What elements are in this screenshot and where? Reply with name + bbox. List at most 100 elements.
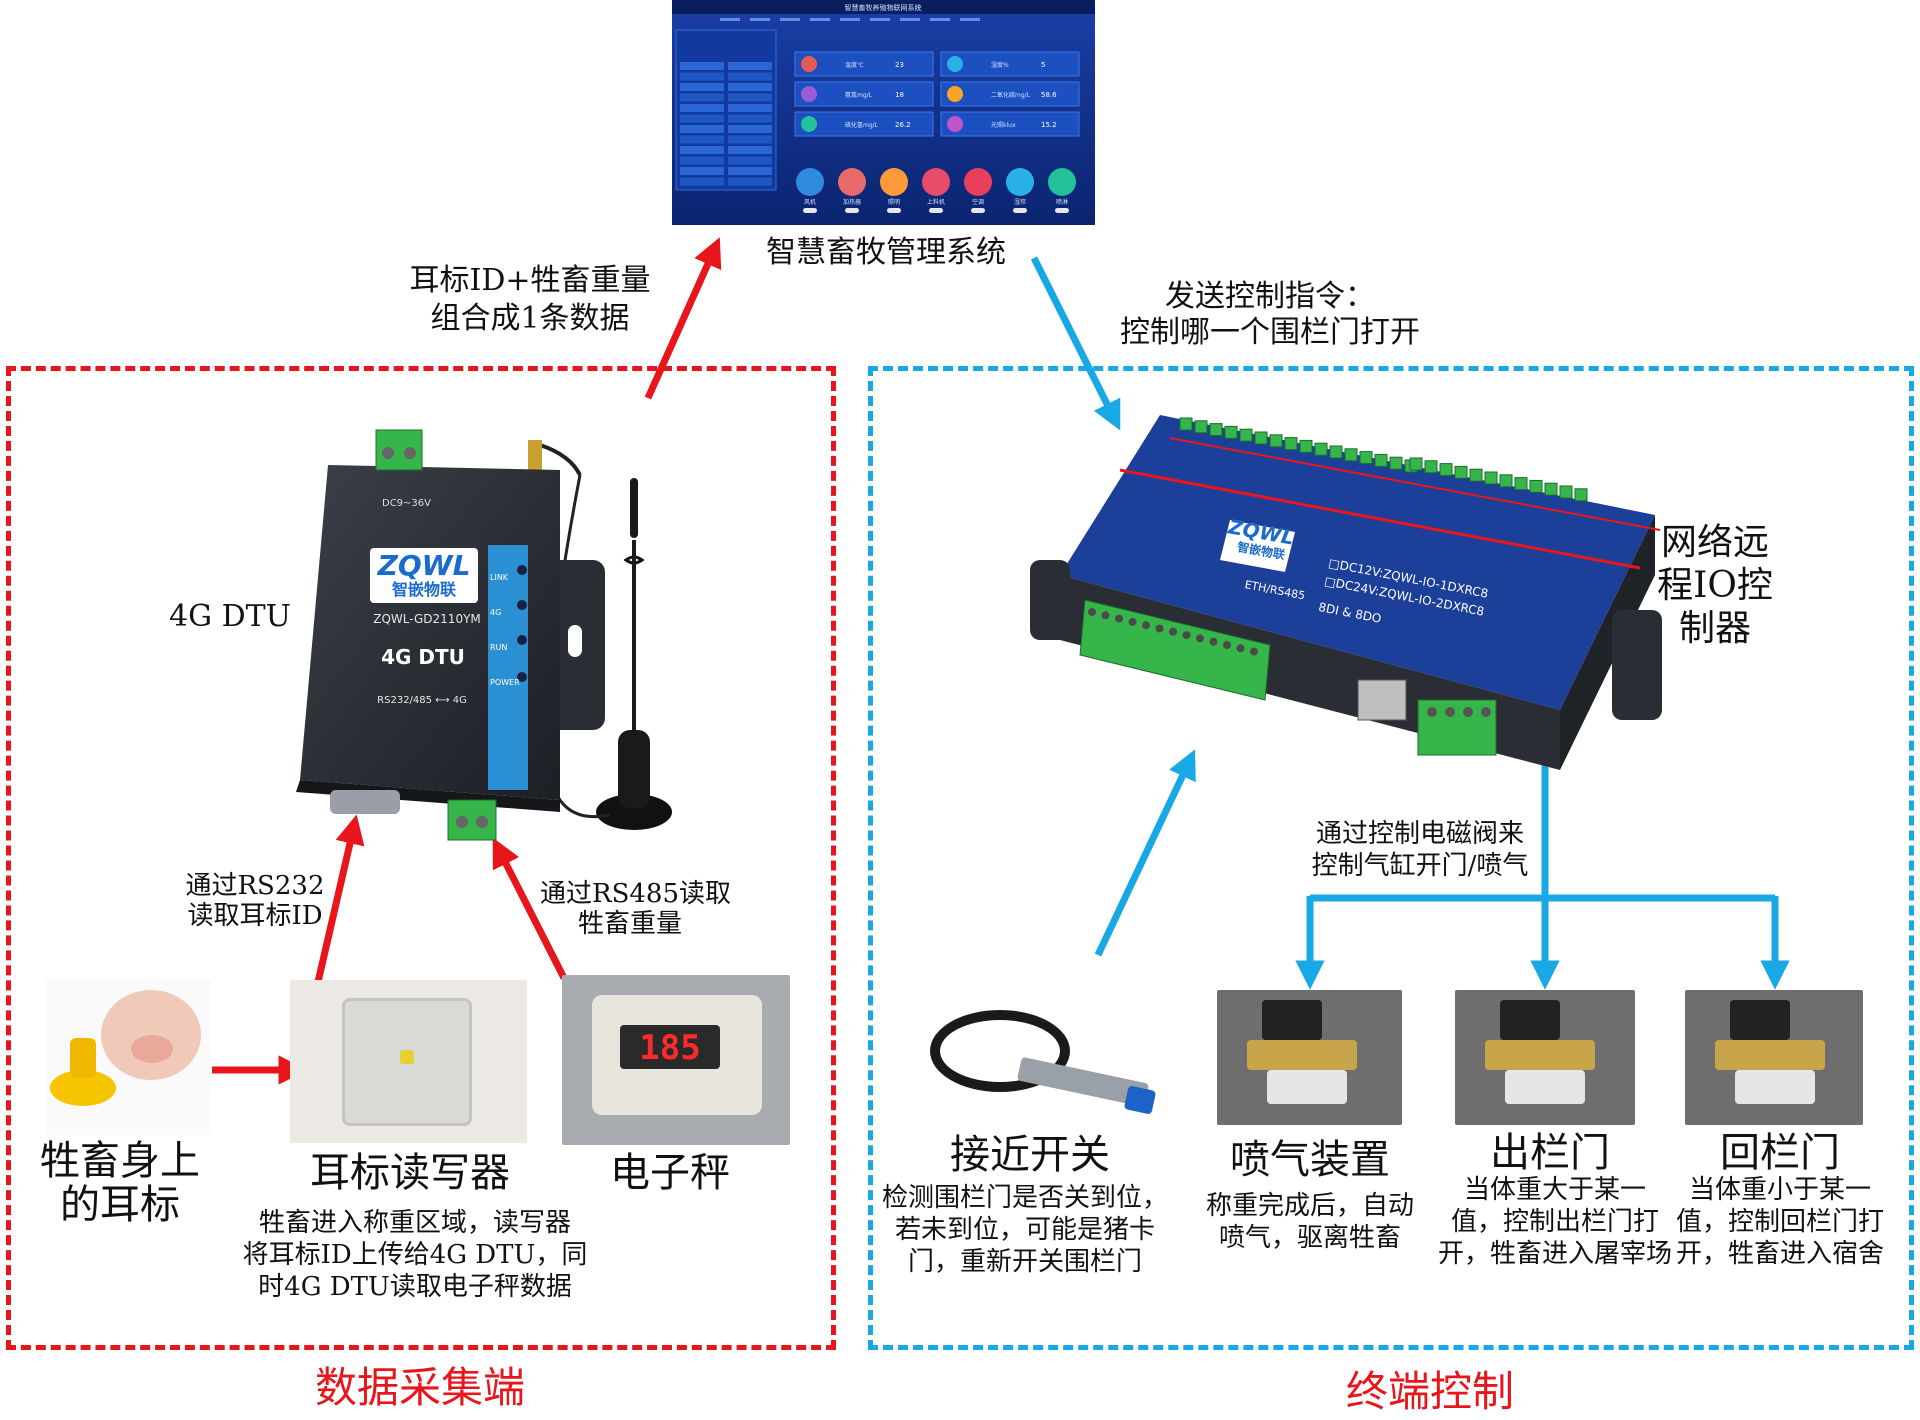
dash-table-cell	[728, 93, 772, 102]
control-toggle	[1013, 208, 1027, 213]
sensor-name: 硫化氢mg/L	[845, 121, 879, 129]
controller-label-line2: 程IO控	[1657, 565, 1773, 606]
dtu-logo-brand: ZQWL	[377, 549, 471, 582]
upload-label-line2: 组合成1条数据	[430, 301, 630, 336]
sensor-value: 26.2	[895, 121, 911, 129]
valve-coil	[1730, 1000, 1790, 1040]
dashboard-title: 智慧畜牧养殖物联网系统	[845, 3, 922, 12]
valve-body	[1485, 1040, 1595, 1070]
control-button-label: 加热器	[843, 198, 861, 206]
dash-table-cell	[680, 135, 724, 144]
control-toggle	[971, 208, 985, 213]
sensor-card	[794, 51, 934, 77]
exit-gate-desc-line2: 值，控制出栏门打	[1450, 1207, 1659, 1237]
dtu-label: 4G DTU	[169, 599, 291, 634]
sensor-name: 氨氮mg/L	[845, 91, 873, 99]
valve-coil	[1500, 1000, 1560, 1040]
valve-body	[1715, 1040, 1825, 1070]
control-button-icon	[964, 168, 992, 196]
dash-table-cell	[680, 62, 724, 70]
return-gate-desc-line1: 当体重小于某一	[1688, 1175, 1871, 1205]
rs232-label-line2: 读取耳标ID	[187, 901, 323, 931]
valve-label-line2: 控制气缸开门/喷气	[1311, 851, 1529, 881]
cable-coil	[930, 1010, 1070, 1092]
control-button-icon	[838, 168, 866, 196]
sensor-icon	[947, 86, 963, 102]
scale-label: 电子秤	[610, 1150, 730, 1196]
control-button-icon	[1006, 168, 1034, 196]
reader-label: 耳标读写器	[310, 1150, 510, 1196]
dash-table-cell	[728, 104, 772, 112]
sensor-card	[794, 111, 934, 137]
reader-photo	[290, 980, 527, 1143]
dtu-led-power: POWER	[490, 678, 520, 687]
dash-table-cell	[728, 125, 772, 133]
upload-label-line1: 耳标ID+牲畜重量	[409, 263, 651, 298]
return-gate-desc-line2: 值，控制回栏门打	[1675, 1207, 1884, 1237]
dtu-name: 4G DTU	[381, 645, 465, 669]
scale-reading: 185	[639, 1028, 701, 1068]
control-toggle	[929, 208, 943, 213]
command-label-line2: 控制哪一个围栏门打开	[1120, 315, 1420, 350]
dash-table-cell	[728, 167, 772, 175]
return-gate-label: 回栏门	[1720, 1130, 1840, 1176]
proximity-desc-line1: 检测围栏门是否关到位，	[881, 1183, 1168, 1213]
dtu-io-label: RS232/485 ⟷ 4G	[377, 695, 467, 706]
scale-photo: 185	[562, 975, 790, 1145]
control-toggle	[1055, 208, 1069, 213]
control-toggle	[803, 208, 817, 213]
spray-device-photo	[1217, 990, 1402, 1125]
cylinder	[1505, 1070, 1585, 1104]
proximity-desc-line2: 若未到位，可能是猪卡	[894, 1215, 1155, 1245]
dtu-led-labels: LINK 4G RUN POWER	[490, 560, 520, 700]
proximity-sensor-photo	[918, 1000, 1163, 1130]
dash-table-cell	[680, 72, 724, 81]
sensor-icon	[801, 86, 817, 102]
reader-indicator	[400, 1050, 414, 1064]
ear-tag-label-line1: 牲畜身上	[40, 1138, 200, 1184]
control-toggle	[887, 208, 901, 213]
terminal-control-panel	[868, 366, 1914, 1350]
data-collection-title: 数据采集端	[314, 1363, 525, 1412]
dtu-model: ZQWL-GD2110YM	[373, 612, 481, 626]
dash-table-cell	[680, 146, 724, 154]
control-button-icon	[796, 168, 824, 196]
dtu-led-run: RUN	[490, 643, 508, 652]
scale-display	[620, 1025, 720, 1069]
terminal-control-title: 终端控制	[1345, 1367, 1514, 1416]
sensor-value: 5	[1041, 61, 1045, 69]
return-gate-desc-line3: 开，牲畜进入宿舍	[1675, 1239, 1884, 1269]
spray-label: 喷气装置	[1230, 1137, 1390, 1183]
spray-desc-line2: 喷气，驱离牲畜	[1218, 1223, 1401, 1253]
sensor-card	[940, 81, 1080, 107]
controller-label-line1: 网络远	[1660, 522, 1769, 563]
spray-desc-line1: 称重完成后，自动	[1205, 1191, 1414, 1221]
sensor-name: 湿度%	[991, 61, 1009, 69]
control-button-label: 喷淋	[1056, 198, 1068, 206]
proximity-label: 接近开关	[950, 1132, 1110, 1178]
sensor-cap	[1123, 1085, 1157, 1115]
exit-gate-desc-line3: 开，牲畜进入屠宰场	[1437, 1239, 1672, 1269]
exit-gate-photo	[1455, 990, 1635, 1125]
cylinder	[1735, 1070, 1815, 1104]
dash-table-cell	[728, 62, 772, 70]
reader-desc-line2: 将耳标ID上传给4G DTU，同	[242, 1240, 588, 1270]
dtu-led-link: LINK	[490, 573, 509, 582]
sensor-value: 15.2	[1041, 121, 1057, 129]
control-button-icon	[880, 168, 908, 196]
sensor-card	[940, 51, 1080, 77]
dash-table-cell	[680, 104, 724, 112]
control-button-label: 照明	[888, 199, 900, 206]
dash-table-cell	[680, 156, 724, 165]
control-toggle	[845, 208, 859, 213]
exit-gate-label: 出栏门	[1490, 1130, 1610, 1176]
dash-table-cell	[728, 156, 772, 165]
sensor-icon	[947, 116, 963, 132]
rs485-label-line1: 通过RS485读取	[540, 879, 732, 909]
sensor-name: 温度℃	[845, 61, 864, 69]
controller-label-line3: 制器	[1678, 608, 1751, 649]
dash-table-cell	[728, 83, 772, 91]
dash-table-cell	[728, 72, 772, 81]
control-button-label: 上料机	[927, 198, 945, 206]
ear-tag-label-line2: 的耳标	[60, 1182, 180, 1228]
